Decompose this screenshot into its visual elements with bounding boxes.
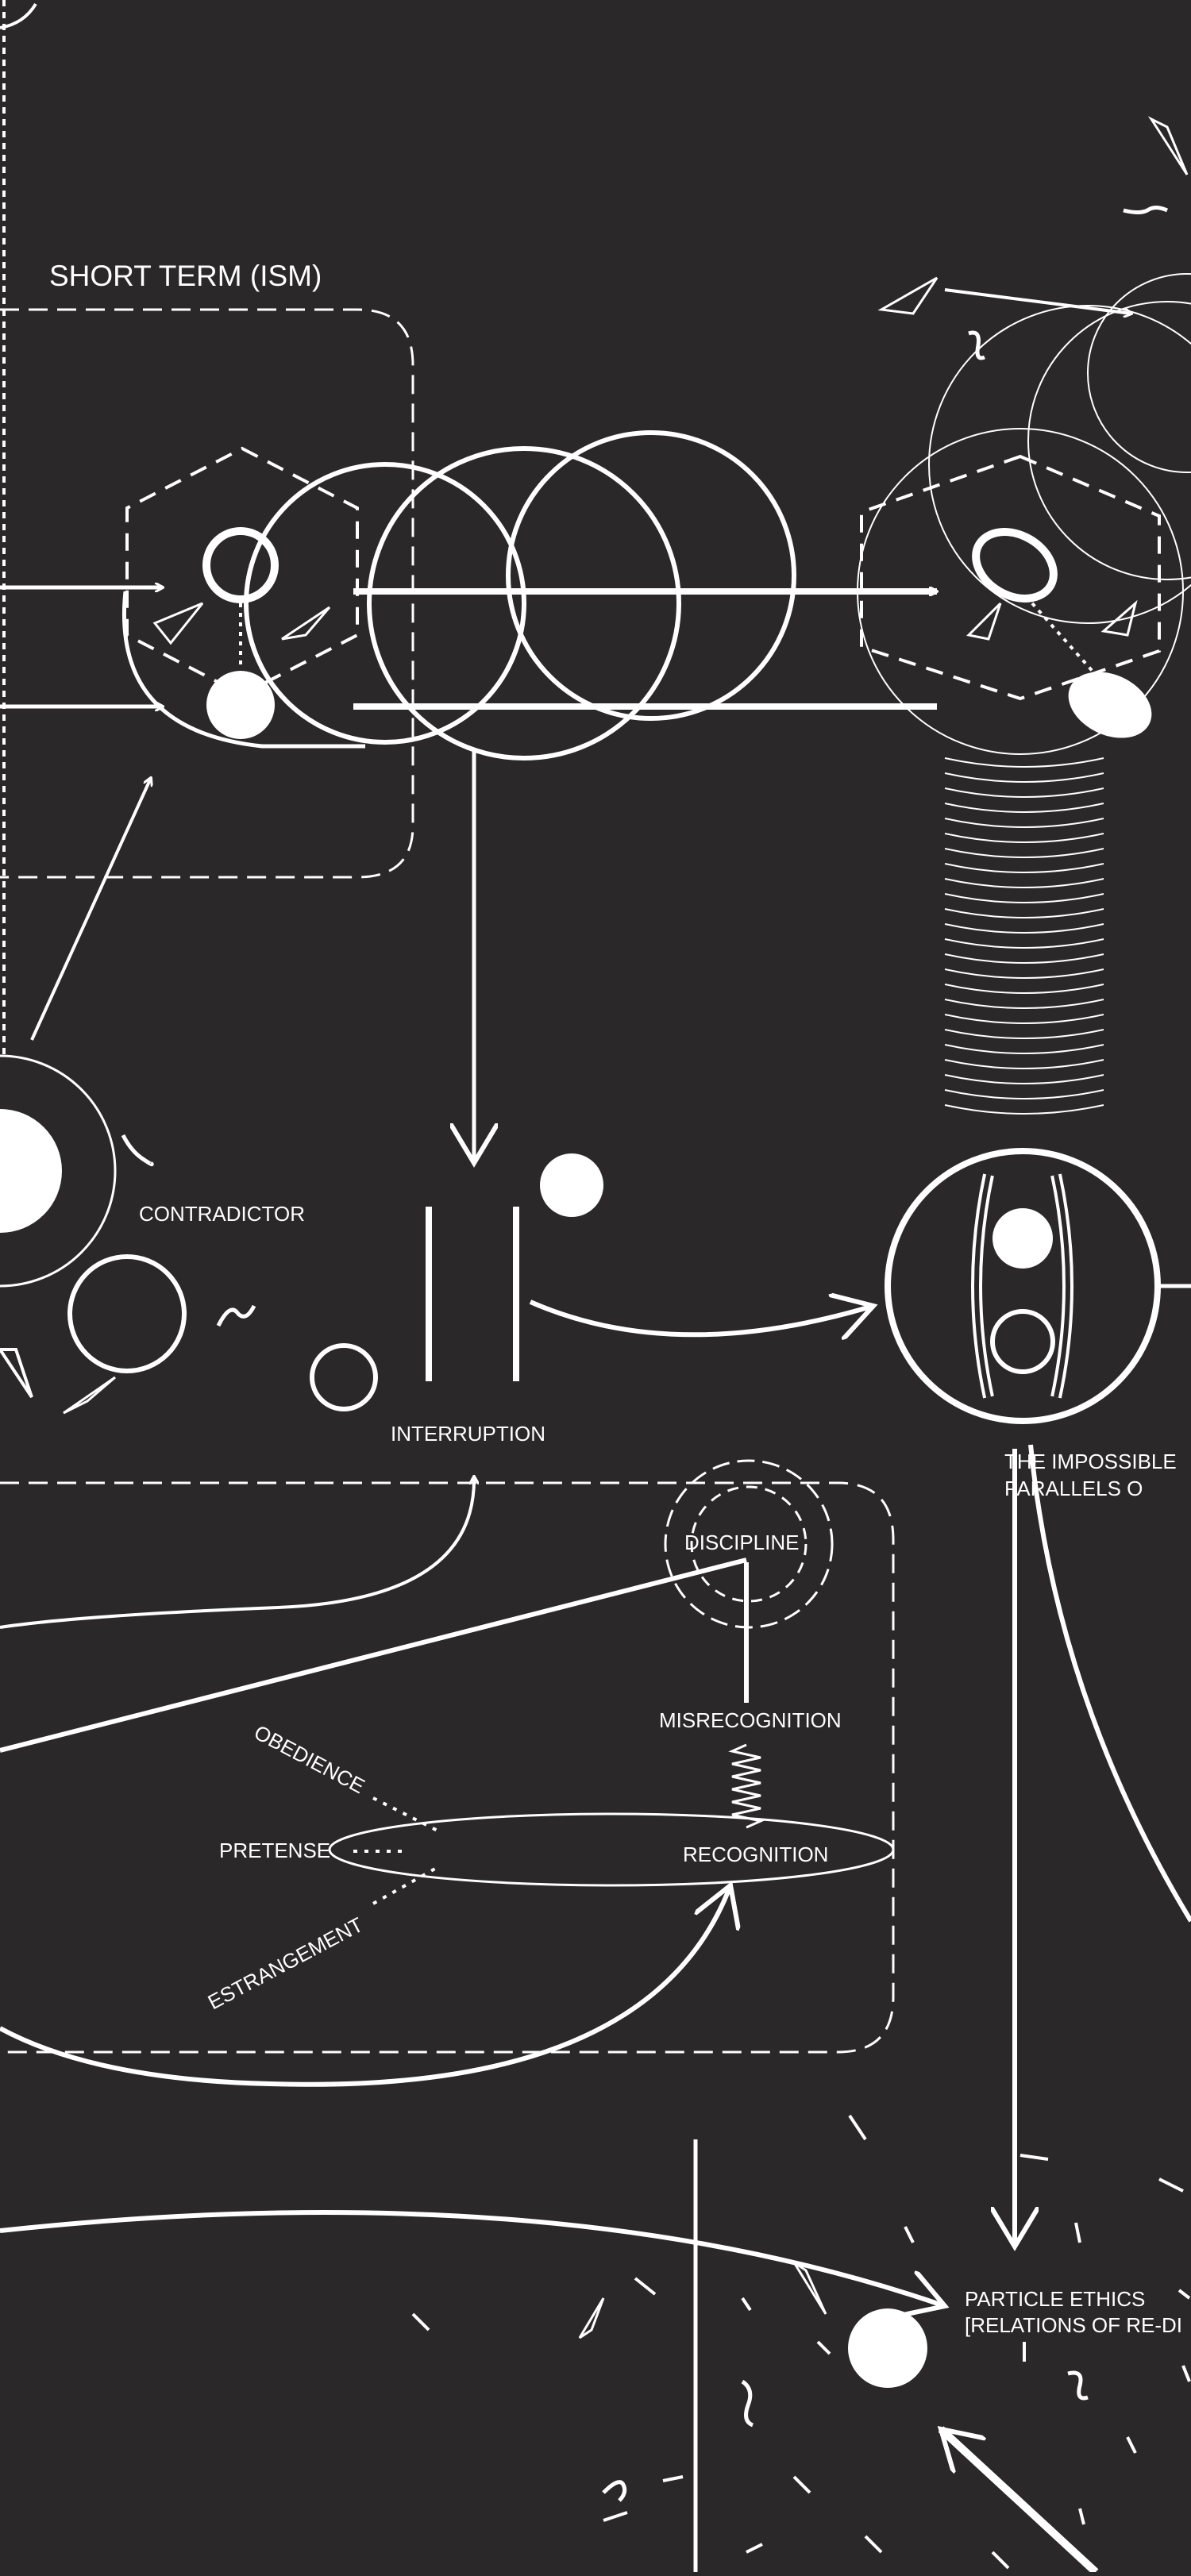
- spring-arc: [944, 938, 1104, 949]
- arrow-up-diagonal: [30, 778, 151, 1041]
- spring-arc: [944, 848, 1104, 858]
- triangle-left-b: [281, 606, 331, 641]
- triangle-top-right: [877, 276, 939, 315]
- node-right-dot: [992, 1208, 1053, 1269]
- right-circle-d: [1087, 273, 1191, 473]
- pretense-label: PRETENSE: [219, 1839, 330, 1862]
- obedience-label: OBEDIENCE: [250, 1720, 368, 1798]
- short-term-label: SHORT TERM (ISM): [49, 260, 322, 292]
- spring-arc: [944, 757, 1104, 768]
- estrangement-label: ESTRANGEMENT: [204, 1912, 368, 2014]
- particle-ethics-label-1: PARTICLE ETHICS: [965, 2287, 1145, 2311]
- hexagon-right: [860, 454, 1161, 701]
- spring-arc: [944, 833, 1104, 843]
- recognition-box: [0, 1481, 895, 2054]
- dotted-obedience: [372, 1796, 441, 1834]
- squiggle-contradictor-b: [216, 1304, 256, 1327]
- spring-arc: [944, 772, 1104, 783]
- node-right: [885, 1148, 1161, 1424]
- spring-arc: [944, 1029, 1104, 1039]
- spring-arc: [944, 1059, 1104, 1069]
- line-to-discipline: [0, 1558, 747, 1753]
- particle-ethics-label-2: [RELATIONS OF RE-DI: [965, 2313, 1182, 2337]
- spring-arc: [944, 908, 1104, 918]
- node-right-ring: [990, 1309, 1055, 1374]
- triangle-right-a: [966, 602, 1002, 641]
- node-right-right-arc-inner: [1054, 1174, 1070, 1398]
- spring-arc: [944, 968, 1104, 979]
- squiggle-bottom-a: [741, 2379, 754, 2428]
- big-circle-2: [367, 446, 681, 760]
- discipline-inner-circle: [690, 1485, 807, 1603]
- squiggle-contradictor-a: [121, 1134, 154, 1167]
- squiggle-top-right: [1123, 206, 1169, 214]
- spring-arc: [944, 803, 1104, 813]
- dotted-link-right: [1031, 602, 1097, 676]
- misrecognition-label: MISRECOGNITION: [659, 1708, 842, 1732]
- dotted-estrangement: [372, 1864, 441, 1905]
- spring-arc: [944, 1104, 1104, 1115]
- spring-zigzag: [728, 1743, 765, 1829]
- spring-arc: [944, 878, 1104, 888]
- triangle-right-b: [1100, 599, 1138, 637]
- triangle-bottom-b: [578, 2297, 605, 2339]
- big-circle-1: [244, 462, 526, 745]
- arrow-interruption-to-node: [529, 1302, 873, 1334]
- right-circle-b: [928, 305, 1191, 624]
- right-circle-c: [1027, 301, 1191, 580]
- spring-arcs: [944, 757, 1104, 1115]
- squiggle-bottom-c: [602, 2480, 627, 2502]
- interruption-dot: [540, 1153, 603, 1217]
- interruption-ring: [310, 1343, 378, 1411]
- arrow-into-particle: [941, 2429, 1099, 2575]
- short-term-box: [0, 308, 414, 879]
- scatter-marks: [411, 2114, 1191, 2570]
- triangle-bottom-a: [792, 2261, 827, 2315]
- spring-arc: [944, 893, 1104, 903]
- node-right-left-arc-inner: [974, 1174, 991, 1398]
- hexagon-left: [125, 446, 359, 697]
- arrow-top-right: [944, 288, 1131, 314]
- curve-into-recognition: [0, 1885, 730, 2087]
- right-sweep-curve: [1028, 1444, 1191, 1923]
- triangle-contradictor-a: [0, 1348, 33, 1399]
- interruption-label: INTERRUPTION: [391, 1422, 545, 1446]
- discipline-label: DISCIPLINE: [684, 1531, 800, 1554]
- triangle-left-a: [152, 602, 204, 645]
- particle-dot: [848, 2308, 927, 2388]
- contradictor-label: CONTRADICTOR: [139, 1202, 305, 1226]
- contradictor-dot: [0, 1109, 62, 1233]
- spring-arc: [944, 923, 1104, 934]
- contradictor-ring-small: [67, 1254, 187, 1373]
- spring-arc: [944, 953, 1104, 964]
- ring-small-left: [202, 527, 279, 603]
- spring-arc: [944, 863, 1104, 873]
- spring-arc: [944, 1089, 1104, 1099]
- dot-left: [206, 671, 275, 739]
- spring-arc: [944, 1074, 1104, 1084]
- hexagon-curve: [122, 591, 365, 749]
- impossible-label-2: PARALLELS O: [1004, 1477, 1143, 1500]
- triangle-contradictor-b: [63, 1376, 116, 1415]
- triangle-far-top-right: [1147, 116, 1189, 175]
- curve-to-particle: [0, 2210, 945, 2306]
- recognition-label: RECOGNITION: [683, 1842, 828, 1866]
- spring-arc: [944, 818, 1104, 828]
- squiggle-mid-top: [968, 330, 985, 360]
- spring-arc: [944, 1014, 1104, 1024]
- ring-right: [972, 528, 1058, 603]
- spring-arc: [944, 984, 1104, 994]
- spring-arc: [944, 787, 1104, 798]
- contradictor-outer-ring: [0, 1054, 117, 1288]
- big-circle-3: [506, 430, 796, 721]
- curve-into-interruption: [0, 1477, 474, 1629]
- recognition-ellipse: [328, 1812, 895, 1887]
- spring-arc: [944, 999, 1104, 1009]
- squiggle-bottom-b: [1067, 2370, 1089, 2401]
- dot-right: [1068, 672, 1152, 738]
- spring-arc: [944, 1044, 1104, 1054]
